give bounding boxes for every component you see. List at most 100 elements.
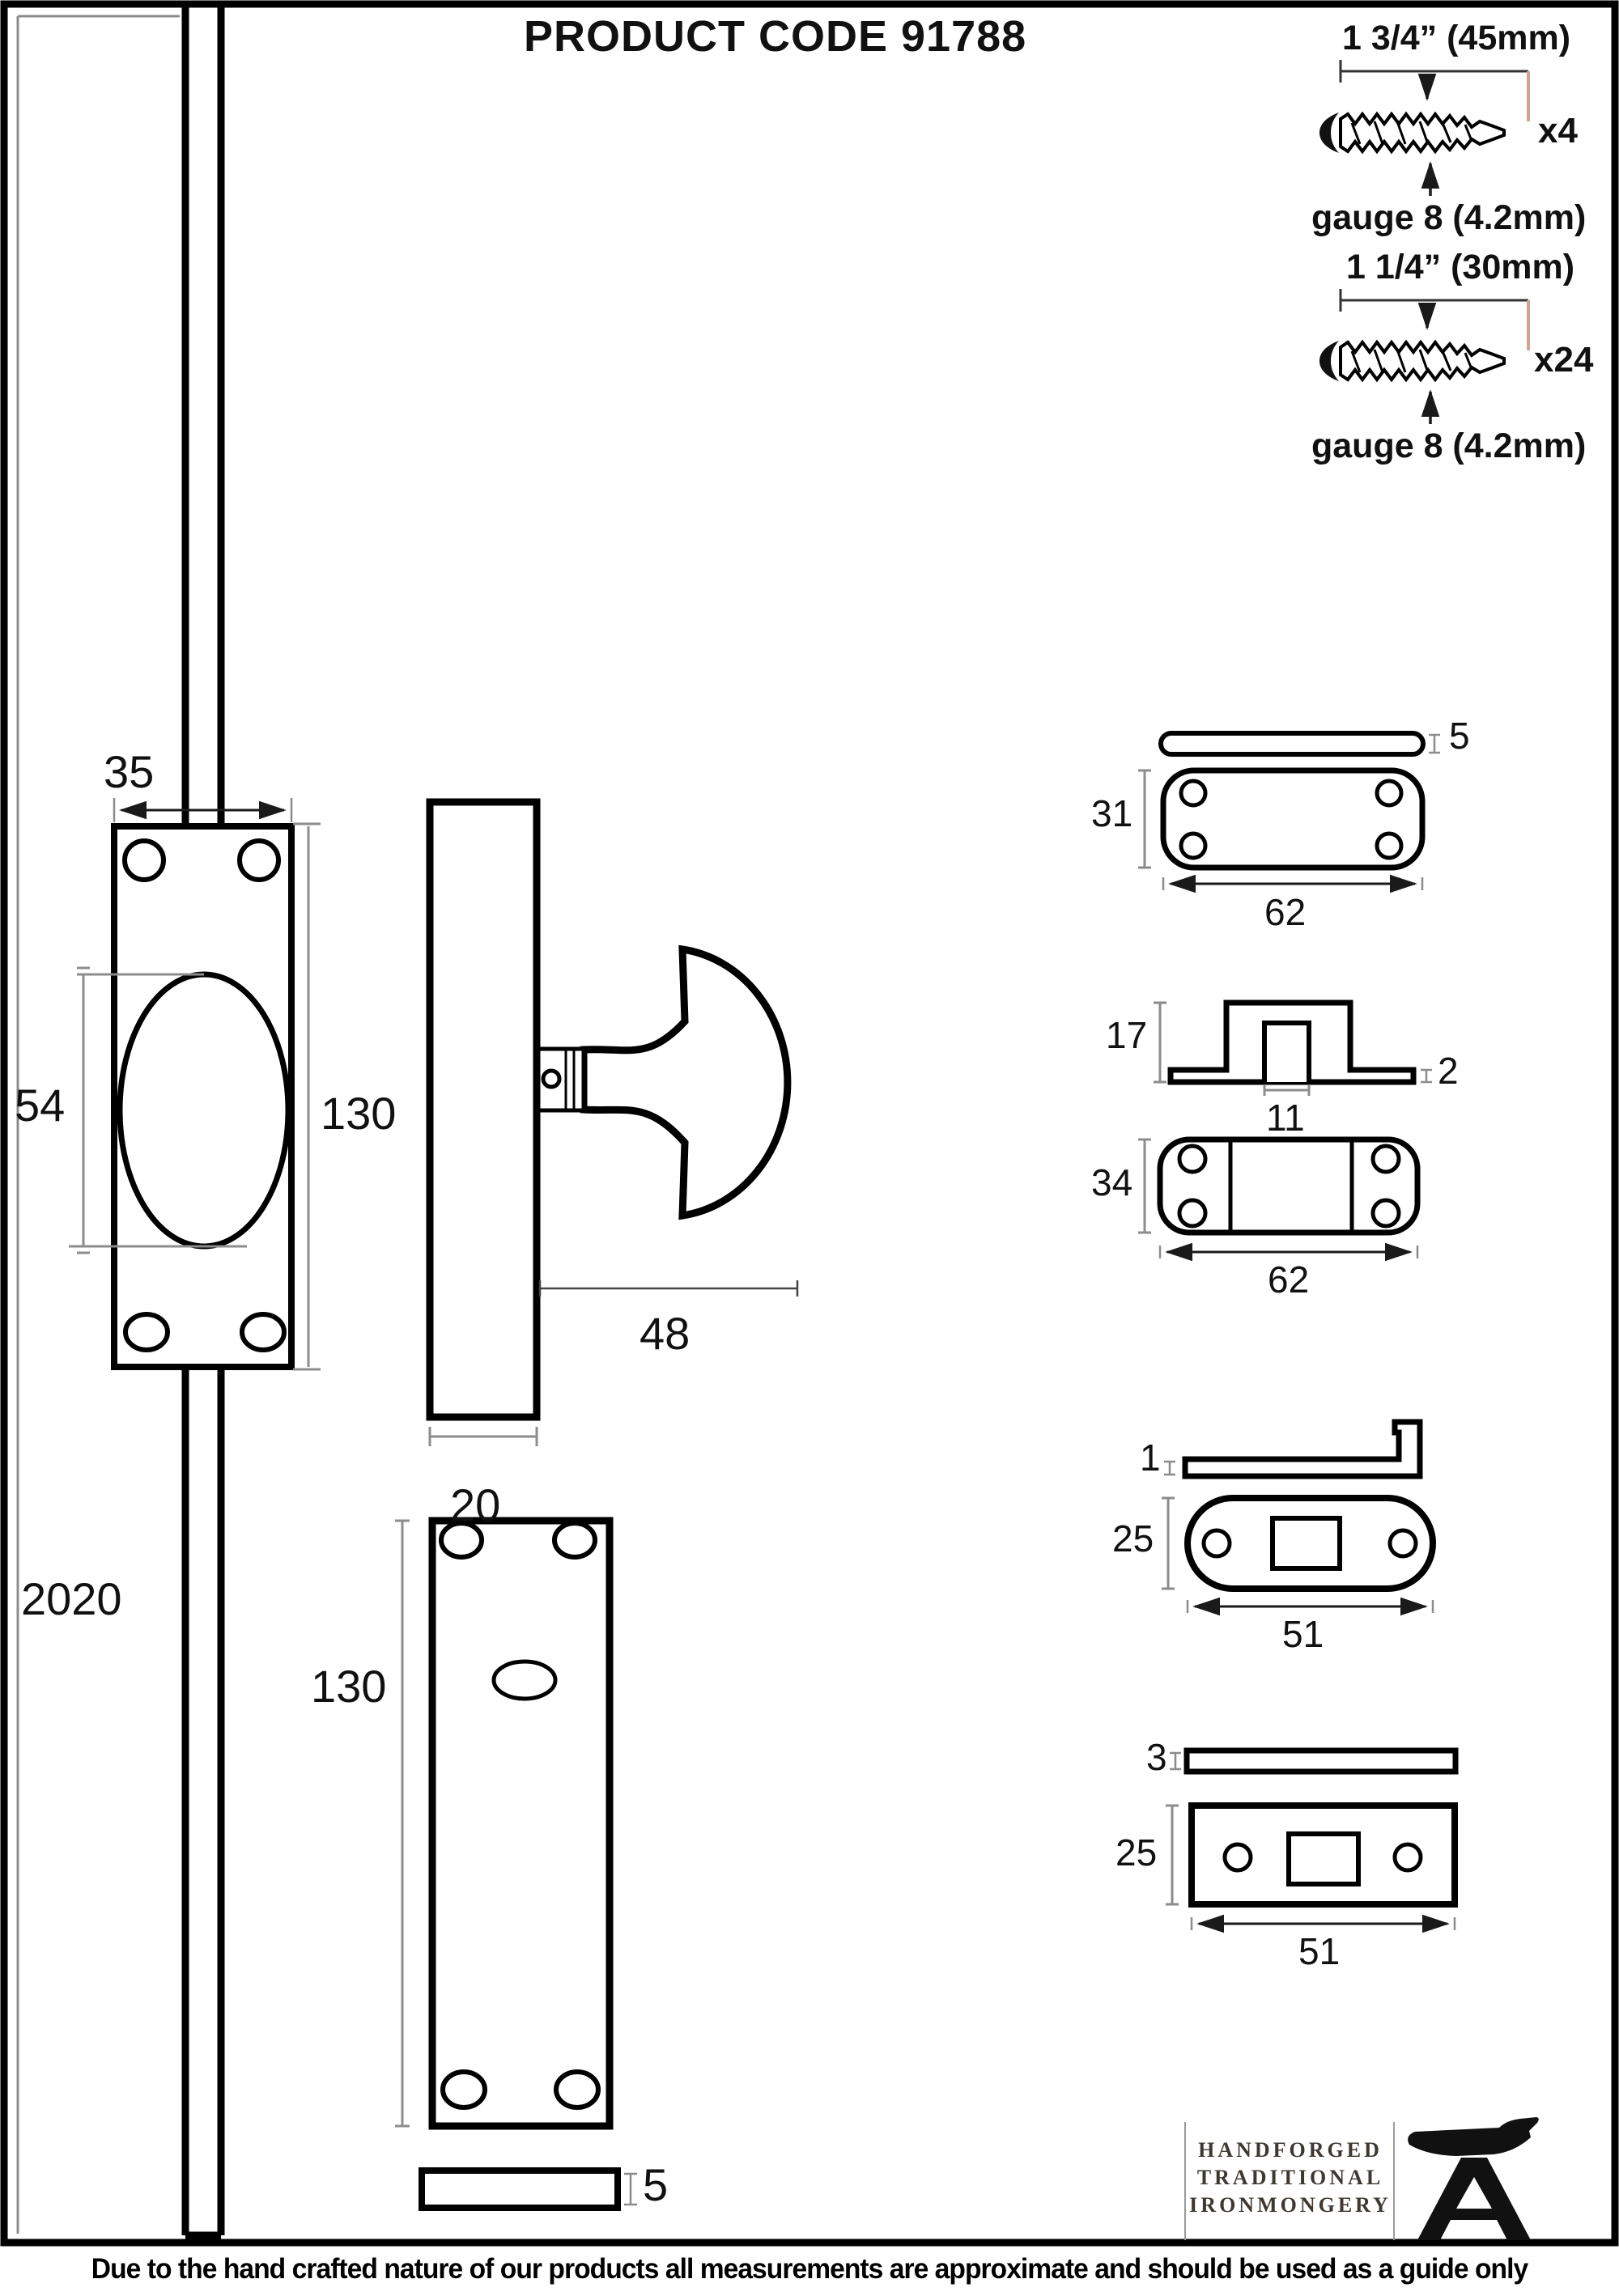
- faceplate-front-view: [395, 1517, 637, 2211]
- screw-hole: [1370, 1144, 1401, 1174]
- bolt-slot: [1270, 1516, 1342, 1571]
- dim-cover-thickness: 5: [1449, 715, 1470, 757]
- screw2-dim-line: [1339, 289, 1528, 312]
- screw-hole: [240, 1312, 287, 1352]
- dim-guide-plate-width: 62: [1268, 1258, 1310, 1301]
- dim-hooked-keep-width: 51: [1282, 1613, 1324, 1655]
- hooked-keep-profile: [1182, 1419, 1423, 1479]
- dim-rod-length: 2020: [21, 1573, 122, 1624]
- dim-oval-height: 54: [15, 1080, 66, 1131]
- screw1-gauge-label: gauge 8 (4.2mm): [1311, 198, 1587, 237]
- screw-hole: [552, 1521, 597, 1560]
- logo-line2: TRADITIONAL: [1196, 2166, 1384, 2189]
- screw2-diagram: [1318, 289, 1530, 424]
- dim-flat-keep-width: 51: [1298, 1930, 1341, 1972]
- screw-hole: [1179, 779, 1208, 808]
- bolt-side-view: [426, 798, 799, 1446]
- plate-height-dim: [293, 822, 321, 1371]
- oval-height-dim: [69, 966, 247, 1254]
- cover-thickness-tick: [1429, 733, 1440, 754]
- dim-guide-plate-height: 34: [1091, 1161, 1133, 1203]
- screw-hole: [123, 1312, 170, 1352]
- guide-height-dim: [1154, 1001, 1166, 1084]
- screw1-dim-line: [1339, 60, 1528, 83]
- dim-faceplate-thickness: 5: [643, 2159, 669, 2210]
- guide-slot: [1262, 1021, 1311, 1082]
- guide-plate-width-ticks: [1158, 1246, 1419, 1258]
- keep-width-ticks: [1186, 1600, 1434, 1613]
- dim-knob-projection: 48: [640, 1308, 691, 1359]
- faceplate-height-dim: [395, 1519, 410, 2128]
- faceplate-thickness-tick: [624, 2172, 637, 2206]
- side-plate: [426, 798, 541, 1421]
- faceplate-side-profile: [419, 2167, 621, 2211]
- screw-hole: [1387, 1528, 1418, 1559]
- screw2-qty-label: x24: [1534, 340, 1594, 380]
- knob-pivot-hole: [541, 1068, 562, 1089]
- bolt-backplate: [111, 823, 295, 1370]
- dim-faceplate-height: 130: [311, 1661, 387, 1712]
- page-title: PRODUCT CODE 91788: [524, 12, 1027, 61]
- screw-hole: [1179, 831, 1208, 860]
- screw2-length-label: 1 1/4” (30mm): [1346, 248, 1575, 286]
- dim-plate-width: 35: [104, 746, 155, 797]
- depth-dim: [428, 1427, 538, 1446]
- bolt-slot: [1286, 1831, 1361, 1886]
- screw-hole: [1375, 831, 1404, 860]
- dim-guide-slot: 11: [1266, 1097, 1305, 1139]
- dim-side-depth: 20: [450, 1479, 501, 1530]
- dim-cover-height: 31: [1091, 792, 1133, 834]
- screw2-gauge-label: gauge 8 (4.2mm): [1311, 427, 1587, 465]
- dim-flat-keep-height: 25: [1115, 1831, 1158, 1874]
- keep-height-dim: [1162, 1496, 1175, 1590]
- disclaimer-text: Due to the hand crafted nature of our pr…: [91, 2253, 1528, 2285]
- guide-plate-height-dim: [1138, 1138, 1151, 1234]
- dim-guide-thickness: 2: [1438, 1050, 1459, 1092]
- dim-flat-keep-thickness: 3: [1146, 1736, 1167, 1778]
- rod-length-dim-line: [16, 15, 180, 2234]
- dim-guide-height: 17: [1106, 1014, 1148, 1056]
- guide-views: [1138, 999, 1432, 1262]
- dim-plate-height: 130: [321, 1088, 397, 1139]
- screw-hole: [440, 2069, 487, 2110]
- brand-logo: [1184, 2117, 1539, 2240]
- bolt-front-view: [16, 7, 321, 2239]
- knob-projection-dim: [538, 1280, 799, 1297]
- screw1-length-label: 1 3/4” (45mm): [1342, 19, 1571, 57]
- knob-collar-lines: [564, 1049, 576, 1110]
- hooked-keep-views: [1162, 1419, 1436, 1616]
- screw1-diagram: [1318, 60, 1530, 196]
- cover-plate-views: [1138, 731, 1440, 893]
- screw2-drawing: [1318, 339, 1506, 383]
- screw-hole: [1177, 1198, 1208, 1229]
- spindle-hole: [491, 1659, 558, 1701]
- bolt-rod: [181, 7, 225, 2239]
- flat-keep-plate: [1188, 1802, 1458, 1908]
- screw-hole: [1177, 1144, 1208, 1174]
- dim-cover-width: 62: [1264, 891, 1307, 933]
- knob: [580, 944, 792, 1220]
- page-border: [0, 0, 1619, 2247]
- screw-hole: [1201, 1528, 1232, 1559]
- keep-thickness-tick: [1164, 1460, 1175, 1476]
- screw1-drawing: [1318, 111, 1506, 155]
- dim-hooked-keep-thickness: 1: [1140, 1437, 1161, 1479]
- cover-width-ticks: [1162, 877, 1424, 890]
- screw-hole: [122, 838, 166, 882]
- hooked-keep-plate: [1184, 1495, 1436, 1592]
- logo-line3: IRONMONGERY: [1189, 2193, 1392, 2217]
- screw-hole: [1375, 779, 1404, 808]
- logo-line1: HANDFORGED: [1198, 2138, 1383, 2162]
- flat-keep-height-dim: [1166, 1804, 1179, 1906]
- screw-hole: [1370, 1198, 1401, 1229]
- guide-plate: [1157, 1136, 1421, 1236]
- plate-width-dim-ticks: [113, 798, 293, 822]
- cover-plate: [1160, 767, 1426, 871]
- logo-wordmark: HANDFORGED TRADITIONAL IRONMONGERY: [1188, 2137, 1392, 2219]
- flat-keep-width-ticks: [1190, 1917, 1456, 1930]
- flat-keep-thickness-tick: [1170, 1751, 1181, 1771]
- guide-slot-dim: [1263, 1084, 1311, 1096]
- screw-hole: [237, 838, 281, 882]
